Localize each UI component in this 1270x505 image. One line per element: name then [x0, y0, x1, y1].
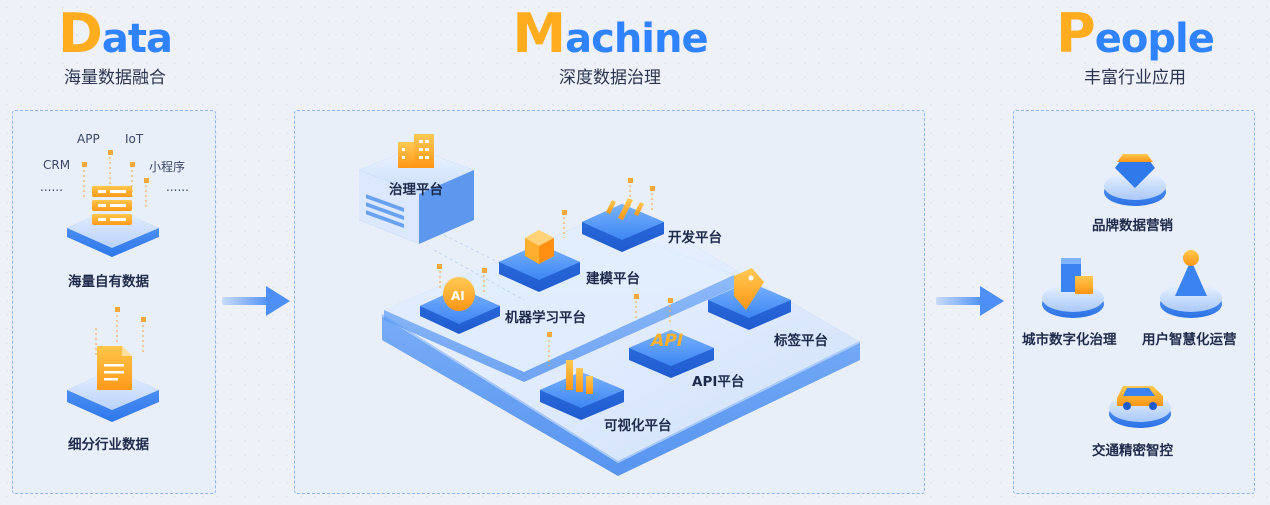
- people-word: People: [1040, 7, 1230, 62]
- app-label-user-operation: 用户智慧化运营: [1142, 332, 1237, 348]
- app-label-traffic-control: 交通精密智控: [1092, 443, 1173, 459]
- source-label-ellipsis: ......: [40, 180, 63, 194]
- platform-label-governance: 治理平台: [389, 182, 443, 198]
- machine-word-cap: M: [512, 2, 566, 65]
- cube-icon: [525, 230, 554, 264]
- machine-subtitle: 深度数据治理: [559, 68, 661, 88]
- app-label-city-governance: 城市数字化治理: [1022, 332, 1117, 348]
- platform-label-ml: 机器学习平台: [505, 310, 586, 326]
- source-label-crm: CRM: [43, 158, 71, 172]
- user-operation-disk: [1160, 250, 1222, 318]
- machine-word: Machine: [490, 7, 730, 62]
- source-label-ellipsis: ......: [166, 180, 189, 194]
- machine-word-rest: achine: [565, 16, 708, 62]
- api-platform-tile: API: [629, 330, 714, 378]
- arrow-right-icon: [936, 286, 1004, 316]
- server-icon: [92, 186, 132, 225]
- cone-icon: [1175, 250, 1207, 296]
- code-bracket-icon: [606, 198, 644, 220]
- machine-illustration: AI API: [359, 134, 861, 476]
- people-subtitle: 丰富行业应用: [1084, 68, 1186, 88]
- modeling-platform-tile: [499, 230, 580, 292]
- block-label-own-data: 海量自有数据: [68, 274, 149, 290]
- governance-platform-cube: [359, 134, 474, 244]
- data-subtitle: 海量数据融合: [64, 68, 166, 88]
- source-label-iot: IoT: [125, 132, 144, 146]
- people-word-rest: eople: [1094, 16, 1215, 62]
- block-label-industry-data: 细分行业数据: [68, 437, 149, 453]
- building-icon: [398, 134, 434, 168]
- data-word-cap: D: [58, 2, 103, 65]
- data-word: Data: [40, 7, 190, 62]
- viz-platform-tile: [540, 360, 624, 420]
- city-governance-disk: [1042, 258, 1104, 318]
- machine-header: Machine 深度数据治理: [490, 7, 730, 89]
- platform-label-tag: 标签平台: [774, 333, 828, 349]
- source-label-app: APP: [77, 132, 100, 146]
- data-illustration: [67, 150, 159, 422]
- document-icon: [97, 346, 132, 390]
- platform-label-viz: 可视化平台: [604, 418, 672, 434]
- people-header: People 丰富行业应用: [1040, 7, 1230, 89]
- data-header: Data 海量数据融合: [40, 7, 190, 89]
- people-illustration: [1042, 154, 1222, 428]
- bar-chart-icon: [566, 360, 593, 394]
- arrow-right-icon: [222, 286, 290, 316]
- api-glyph-icon: API: [649, 331, 685, 351]
- platform-label-api: API平台: [692, 374, 745, 390]
- ml-platform-tile: AI: [420, 277, 500, 334]
- traffic-control-disk: [1109, 386, 1171, 428]
- data-panel: [12, 110, 216, 494]
- people-word-cap: P: [1056, 2, 1096, 65]
- tag-platform-tile: [708, 268, 791, 330]
- platform-label-dev: 开发平台: [668, 230, 722, 246]
- source-label-miniprogram: 小程序: [149, 160, 186, 174]
- diamond-icon: [1115, 154, 1155, 188]
- dev-platform-tile: [582, 198, 664, 252]
- platform-label-modeling: 建模平台: [586, 271, 640, 287]
- svg-text:AI: AI: [451, 289, 465, 303]
- car-icon: [1117, 386, 1163, 410]
- tag-icon: [734, 268, 764, 310]
- brand-marketing-disk: [1104, 154, 1166, 206]
- app-label-brand-marketing: 品牌数据营销: [1092, 218, 1173, 234]
- city-blocks-icon: [1061, 258, 1093, 294]
- data-word-rest: ata: [101, 16, 173, 62]
- ai-chip-icon: AI: [443, 277, 475, 311]
